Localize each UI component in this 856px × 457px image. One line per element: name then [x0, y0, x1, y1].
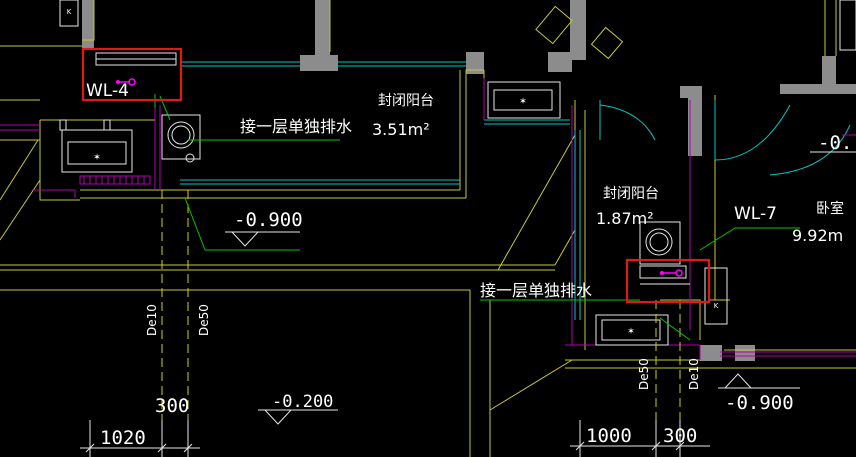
- highlight-box-wl7[interactable]: [625, 258, 711, 304]
- highlight-box-wl4[interactable]: [81, 47, 183, 102]
- valve-icon: K: [704, 267, 728, 325]
- dimension-300-right: 300: [663, 425, 697, 447]
- pipe-label-wl4: WL-4: [86, 81, 129, 101]
- svg-text:✶: ✶: [519, 97, 527, 107]
- svg-text:K: K: [714, 302, 719, 310]
- svg-text:K: K: [67, 8, 72, 16]
- elevation-markers: [225, 151, 856, 425]
- elevation-right: -0.900: [725, 392, 794, 414]
- bedroom-area: 9.92m: [792, 226, 843, 245]
- dimension-1020: 1020: [100, 427, 146, 449]
- pipe-mark-wl7-icon: [639, 265, 690, 285]
- pipe-size-de10-right: De10: [687, 358, 701, 390]
- text-labels: WL-4 WL-7 接一层单独排水 接一层单独排水 封闭阳台 3.51m² 封闭…: [86, 81, 852, 449]
- balcony-left-area: 3.51m²: [372, 120, 430, 139]
- balcony-right-area: 1.87m²: [596, 209, 654, 228]
- pipe-label-wl7: WL-7: [734, 204, 777, 224]
- sink-bottom-icon: ✶: [595, 314, 669, 346]
- pipe-mark-wl4-icon: [95, 52, 177, 86]
- sink-top-icon: ✶: [487, 81, 561, 119]
- valve-top-left-icon: K: [59, 0, 79, 27]
- drain-note-bottom: 接一层单独排水: [480, 281, 592, 300]
- elevation-left: -0.900: [234, 209, 303, 231]
- pipe-size-de50-left: De50: [197, 304, 211, 336]
- svg-text:✶: ✶: [93, 153, 101, 163]
- valve-top-right-icon: [839, 0, 856, 51]
- pipe-size-de50-right: De50: [637, 358, 651, 390]
- washer-left-icon: [161, 114, 201, 163]
- window-lines: [180, 61, 851, 320]
- elevation-mid: -0.200: [272, 392, 333, 412]
- wall-segments: [82, 0, 856, 361]
- sink-left-icon: ✶: [59, 119, 133, 173]
- dimension-300-left: 300: [155, 395, 189, 417]
- drain-note-top: 接一层单独排水: [240, 117, 352, 136]
- svg-text:✶: ✶: [627, 327, 635, 337]
- bedroom-name: 卧室: [816, 200, 844, 217]
- dimension-lines: [80, 420, 710, 457]
- dimension-1000: 1000: [586, 425, 632, 447]
- balcony-right-name: 封闭阳台: [603, 186, 659, 202]
- pipe-size-de10-left: De10: [145, 304, 159, 336]
- washer-right-icon: [639, 221, 681, 265]
- elevation-edge: -0.: [818, 132, 852, 154]
- balcony-left-name: 封闭阳台: [378, 93, 434, 109]
